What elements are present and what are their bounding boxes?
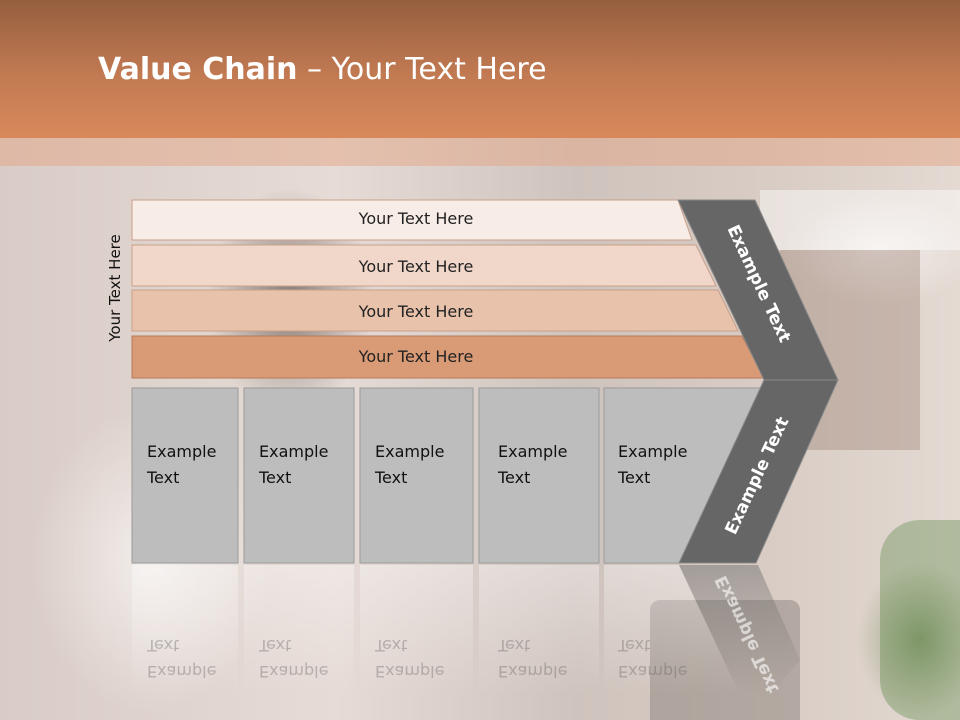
column-label-1: Example Text [147,439,216,491]
column-label-2-reflection-line1: Example [259,662,329,681]
column-label-3-reflection-line2: Text [375,636,408,655]
row-shape-2[interactable] [131,244,717,287]
column-label-5-reflection: Example Text [618,632,687,684]
column-label-2-reflection-line2: Text [259,636,292,655]
column-label-1-reflection-line2: Text [147,636,180,655]
column-label-4-reflection-line2: Text [498,636,531,655]
background-plant [880,520,960,720]
slide-title[interactable]: Value Chain – Your Text Here [98,52,547,87]
column-label-4-line1: Example [498,442,568,461]
column-label-4-reflection: Example Text [498,632,567,684]
column-reflection-2 [244,565,354,695]
column-label-5: Example Text [618,439,687,491]
row-label-1: Your Text Here [358,209,474,228]
column-label-1-reflection: Example Text [147,632,216,684]
column-box-1[interactable] [131,387,239,564]
chevron-reflection [679,565,800,695]
column-label-1-line1: Example [147,442,217,461]
title-bar [0,0,960,138]
column-box-4[interactable] [478,387,600,564]
column-reflection-5 [604,565,740,695]
column-label-2: Example Text [259,439,328,491]
slide-title-separator: – [297,52,332,87]
slide-title-bold: Value Chain [98,52,298,87]
column-label-3-line2: Text [375,468,408,487]
column-reflection-3 [360,565,473,695]
column-label-2-reflection: Example Text [259,632,328,684]
column-label-4-line2: Text [498,468,531,487]
column-label-2-line1: Example [259,442,329,461]
column-label-3-line1: Example [375,442,445,461]
column-label-5-line2: Text [618,468,651,487]
row-shape-1[interactable] [131,199,693,241]
column-reflection-4 [479,565,599,695]
row-label-2: Your Text Here [358,257,474,276]
slide-title-rest: Your Text Here [331,52,547,87]
column-label-3-reflection: Example Text [375,632,444,684]
background-shelf [760,190,960,250]
column-label-2-line2: Text [259,468,292,487]
column-reflection-1 [132,565,238,695]
row-label-4: Your Text Here [358,347,474,366]
row-label-3: Your Text Here [358,302,474,321]
column-label-4: Example Text [498,439,567,491]
column-label-1-reflection-line1: Example [147,662,217,681]
column-label-3-reflection-line1: Example [375,662,445,681]
column-label-4-reflection-line1: Example [498,662,568,681]
column-label-3: Example Text [375,439,444,491]
column-label-5-reflection-line2: Text [618,636,651,655]
title-bar-band [0,138,960,166]
column-label-5-line1: Example [618,442,688,461]
column-box-3[interactable] [359,387,474,564]
column-label-5-reflection-line1: Example [618,662,688,681]
column-label-1-line2: Text [147,468,180,487]
column-box-2[interactable] [243,387,355,564]
row-shape-3[interactable] [131,289,739,332]
chevron-lower[interactable] [678,379,839,564]
